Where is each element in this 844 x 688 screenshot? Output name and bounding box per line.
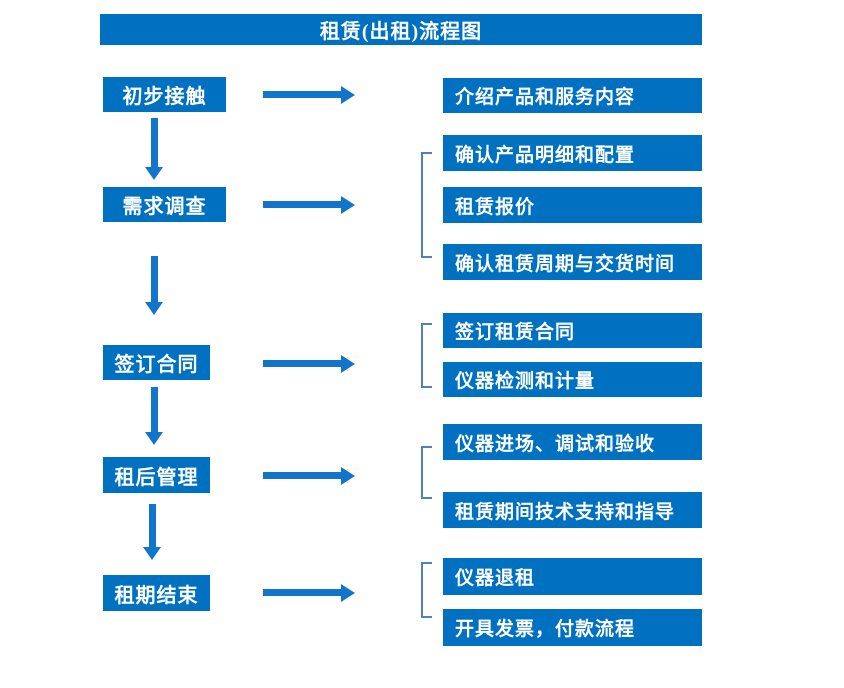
detail-invoice-payment: 开具发票，付款流程 bbox=[443, 609, 702, 646]
group-bracket bbox=[421, 562, 432, 618]
arrow-down-icon bbox=[145, 256, 163, 315]
arrow-down-icon bbox=[145, 118, 163, 180]
detail-tech-support: 租赁期间技术支持和指导 bbox=[443, 492, 702, 528]
detail-instrument-testing: 仪器检测和计量 bbox=[443, 362, 702, 397]
arrow-right-icon bbox=[263, 85, 355, 104]
arrow-right-icon bbox=[263, 466, 355, 485]
detail-sign-rental-contract: 签订租赁合同 bbox=[443, 313, 702, 348]
step-initial-contact: 初步接触 bbox=[103, 77, 226, 112]
arrow-down-icon bbox=[143, 504, 161, 560]
step-post-rental-management: 租后管理 bbox=[103, 457, 210, 493]
group-bracket bbox=[421, 446, 432, 499]
detail-confirm-rental-period: 确认租赁周期与交货时间 bbox=[443, 244, 702, 280]
step-rental-end: 租期结束 bbox=[103, 575, 210, 611]
detail-confirm-product-details: 确认产品明细和配置 bbox=[443, 135, 702, 171]
step-demand-survey: 需求调查 bbox=[103, 187, 226, 222]
detail-introduce-products: 介绍产品和服务内容 bbox=[443, 78, 702, 113]
group-bracket bbox=[421, 323, 432, 388]
detail-rental-quote: 租赁报价 bbox=[443, 187, 702, 223]
detail-instrument-return: 仪器退租 bbox=[443, 558, 702, 595]
detail-instrument-setup-acceptance: 仪器进场、调试和验收 bbox=[443, 424, 702, 460]
arrow-right-icon bbox=[263, 354, 355, 373]
group-bracket bbox=[421, 152, 432, 258]
arrow-down-icon bbox=[145, 387, 163, 445]
page-title: 租赁(出租)流程图 bbox=[100, 14, 702, 45]
step-sign-contract: 签订合同 bbox=[103, 345, 210, 380]
arrow-right-icon bbox=[263, 583, 355, 602]
arrow-right-icon bbox=[263, 195, 355, 214]
